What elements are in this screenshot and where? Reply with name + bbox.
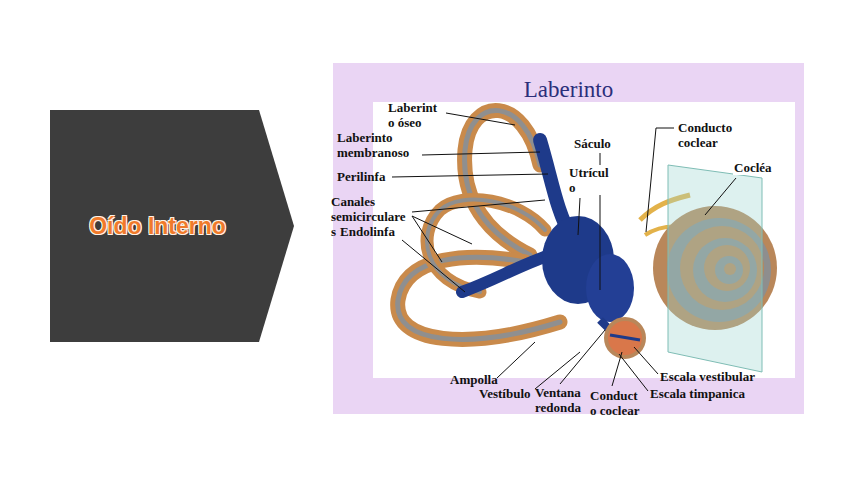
part-label: Utrícul o — [568, 165, 614, 195]
image-ground — [373, 102, 795, 378]
part-label: Laberint o óseo — [388, 100, 442, 130]
membranous-labyrinth — [462, 140, 634, 340]
chevron-box: Oído Interno — [50, 110, 295, 342]
part-label: Laberinto membranoso — [337, 130, 419, 160]
cochlea — [606, 165, 777, 372]
part-label: Cocléa — [733, 160, 773, 175]
part-label: Ampolla — [450, 372, 498, 387]
section-title: Oído Interno — [89, 213, 226, 240]
leader-lines — [392, 113, 736, 391]
panel-title: Laberinto — [333, 77, 804, 103]
part-label: Conduct o coclear — [590, 388, 644, 418]
part-label: Ventana redonda — [535, 385, 593, 415]
part-label: Escala timpanica — [650, 386, 745, 401]
part-label: Conducto coclear — [677, 120, 751, 150]
part-label: Sáculo — [573, 136, 612, 151]
chevron-fill — [50, 110, 294, 342]
part-label: Endolinfa — [340, 224, 395, 239]
part-label: Escala vestibular — [660, 369, 755, 384]
part-label: Perilinfa — [337, 169, 385, 184]
part-label: Vestíbulo — [479, 386, 531, 401]
